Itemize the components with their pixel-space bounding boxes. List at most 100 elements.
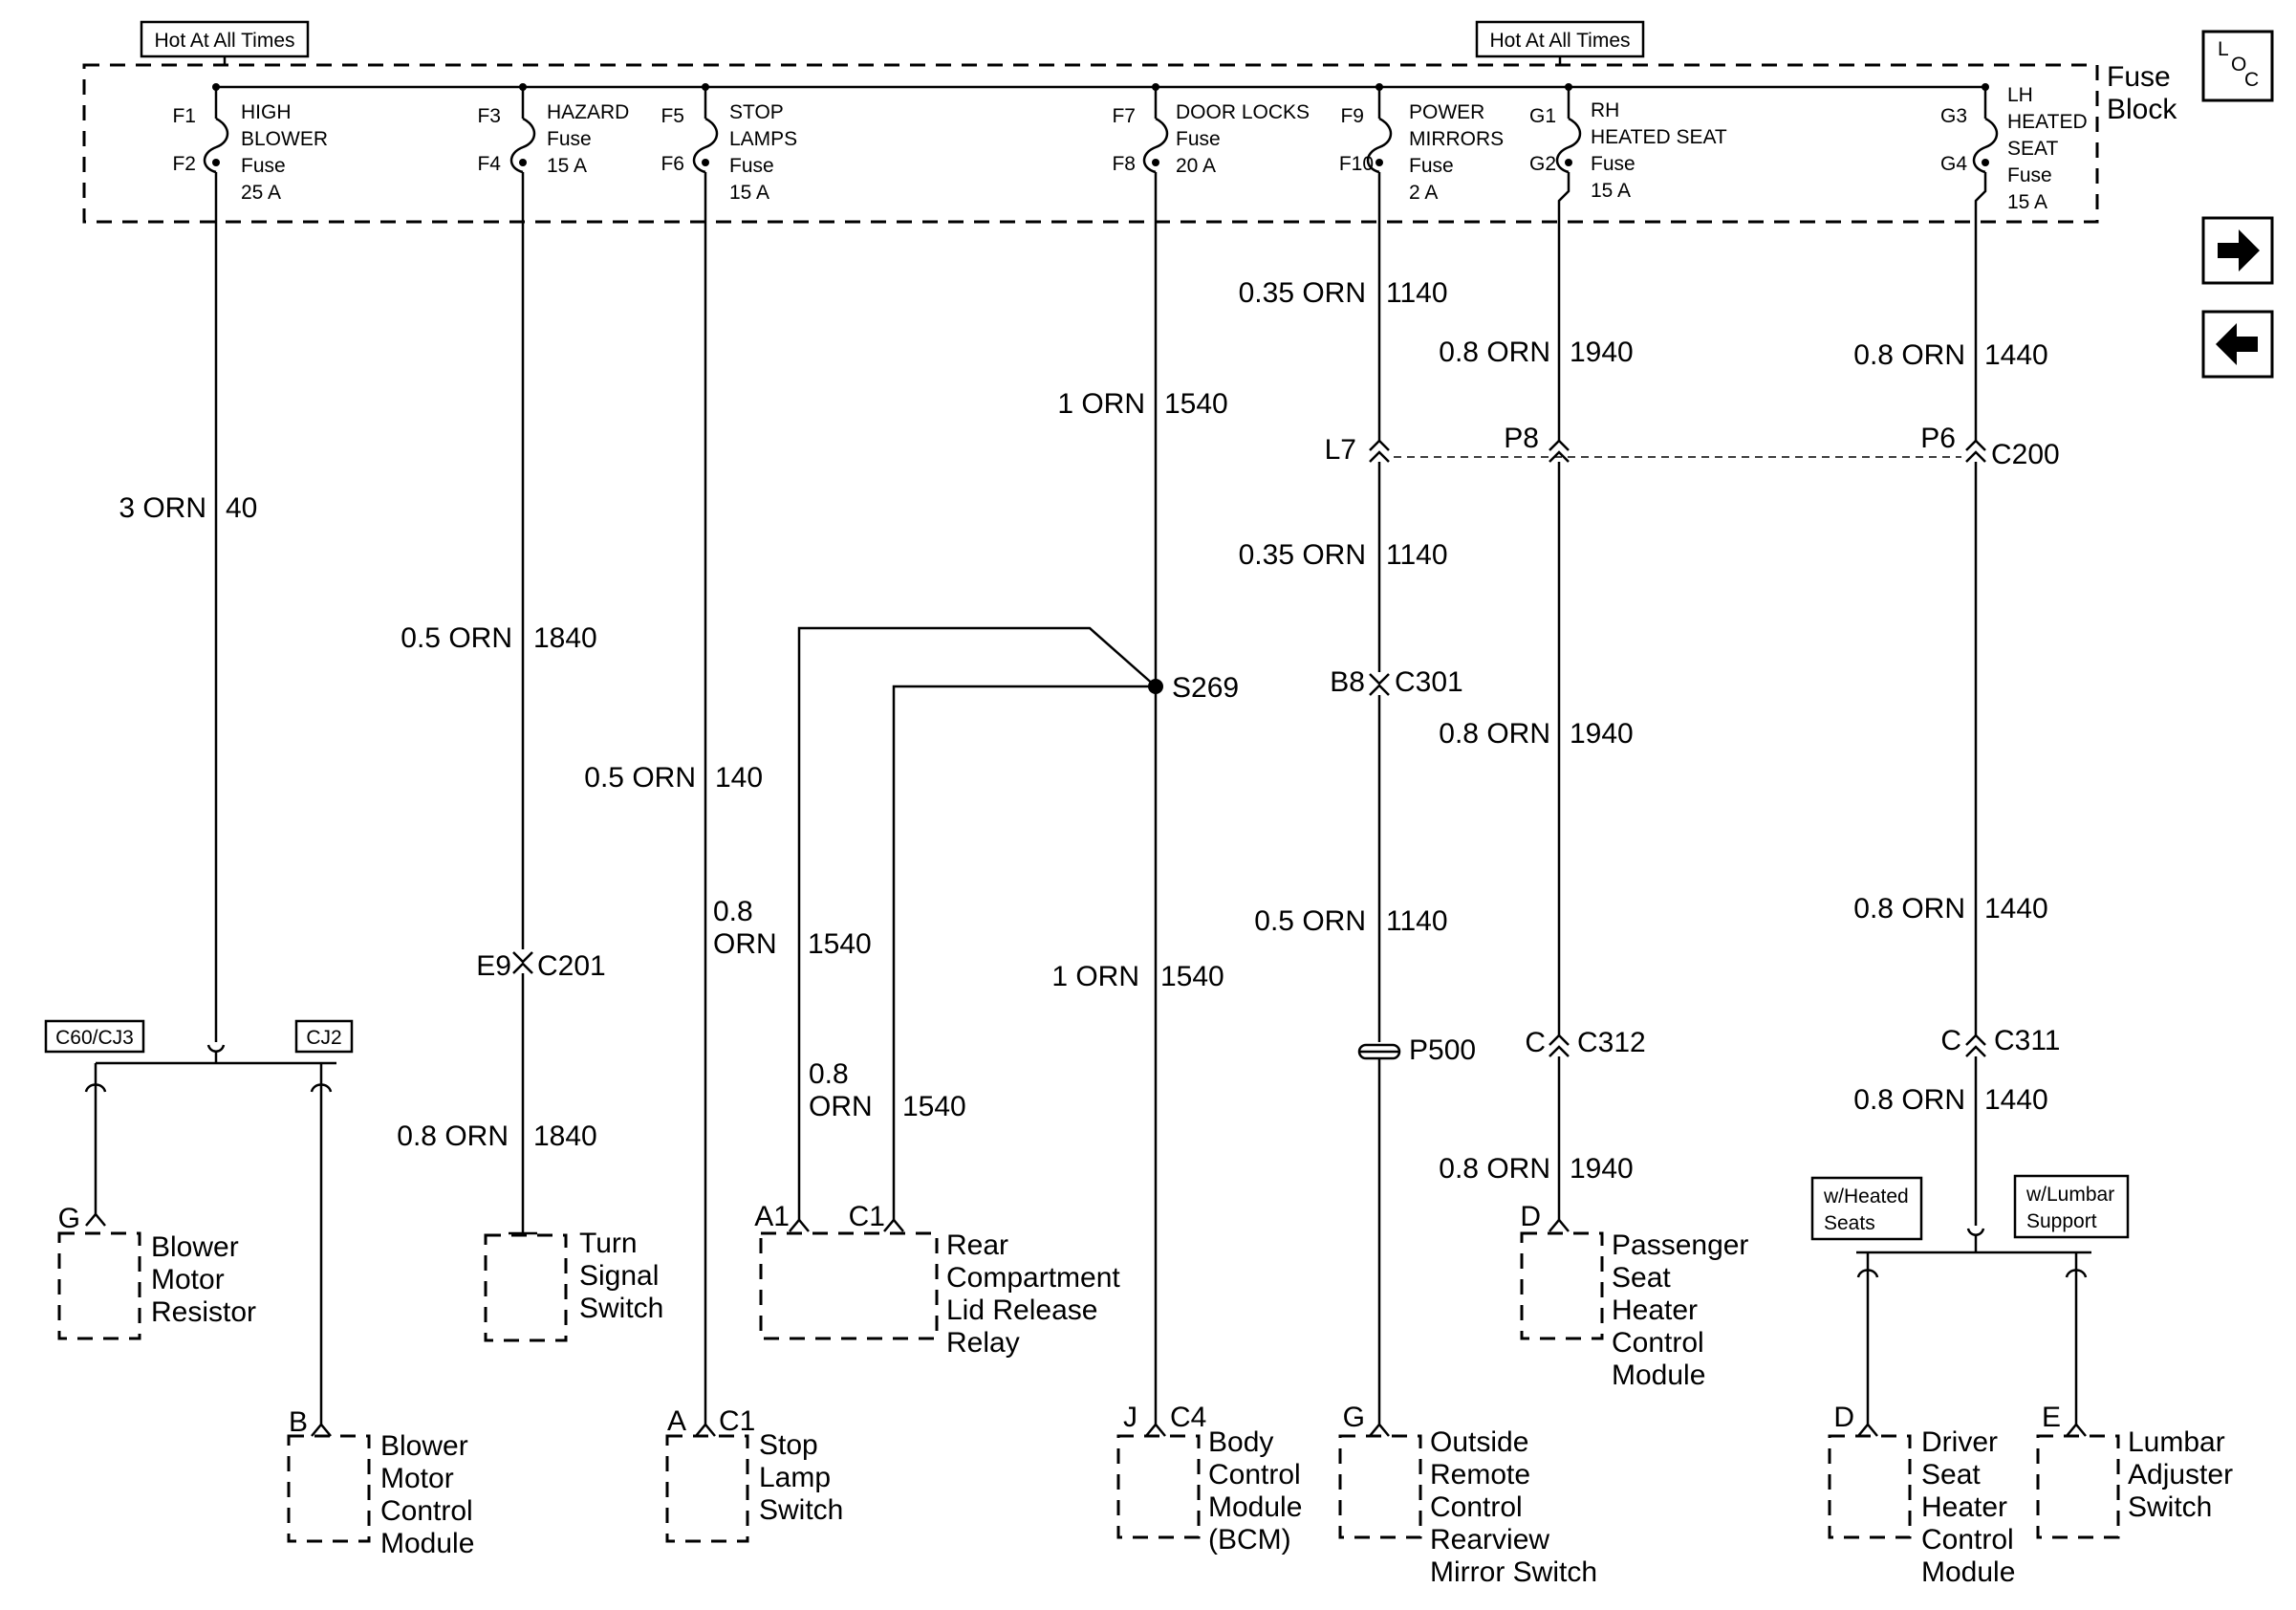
component-stop-lamp-switch[interactable]: A C1 Stop Lamp Switch xyxy=(665,1405,843,1543)
wire-label: 1 ORN 1540 xyxy=(1051,961,1224,992)
svg-text:Signal: Signal xyxy=(579,1260,659,1292)
svg-text:G2: G2 xyxy=(1529,153,1556,175)
svg-text:CJ2: CJ2 xyxy=(306,1027,341,1049)
svg-text:Seat: Seat xyxy=(1921,1459,1981,1490)
svg-text:STOP: STOP xyxy=(729,101,784,123)
svg-text:Driver: Driver xyxy=(1921,1426,1998,1458)
fuse-high-blower: F1 F2 HIGH BLOWER Fuse 25 A xyxy=(172,83,328,204)
wire-label: 0.8 ORN 1440 xyxy=(1853,893,2047,925)
fuse-block-label: Fuse xyxy=(2107,61,2171,93)
svg-text:Seats: Seats xyxy=(1824,1212,1875,1234)
connector-c201-label: C201 xyxy=(537,950,606,982)
svg-text:15 A: 15 A xyxy=(547,155,587,177)
component-blower-motor-resistor[interactable]: G Blower Motor Resistor xyxy=(57,1203,256,1340)
svg-text:Switch: Switch xyxy=(2128,1491,2212,1523)
wire-label: 0.8 ORN 1440 xyxy=(1853,339,2047,371)
svg-text:C1: C1 xyxy=(719,1405,755,1437)
wire-1540-to-relay-c1 xyxy=(892,685,1156,1220)
fuse-stop-lamps: F5 F6 STOP LAMPS Fuse 15 A xyxy=(661,83,797,204)
component-driver-seat-heater-control-module[interactable]: D Driver Seat Heater Control Module xyxy=(1828,1402,2015,1588)
component-turn-signal-switch[interactable]: Turn Signal Switch xyxy=(484,1228,663,1342)
svg-text:1440: 1440 xyxy=(1984,893,2048,925)
fuse-door-locks: F7 F8 DOOR LOCKS Fuse 20 A xyxy=(1112,83,1310,177)
location-icon[interactable]: L O C xyxy=(2201,30,2274,102)
wire-label: 0.5 ORN 1140 xyxy=(1254,905,1447,937)
wire-label: 0.8 ORN 1940 xyxy=(1439,337,1633,368)
svg-text:0.8: 0.8 xyxy=(809,1058,849,1090)
component-rear-compartment-lid-release-relay[interactable]: A1 C1 Rear Compartment Lid Release Relay xyxy=(754,1201,1120,1359)
back-arrow-icon xyxy=(2216,323,2258,365)
connector-c311-label: C311 xyxy=(1994,1025,2061,1056)
svg-text:Fuse: Fuse xyxy=(1409,155,1454,177)
connector-c201-pin: E9 xyxy=(476,950,511,982)
svg-text:1840: 1840 xyxy=(533,622,597,654)
svg-text:F1: F1 xyxy=(172,105,196,127)
svg-text:G3: G3 xyxy=(1940,105,1967,127)
svg-text:Control: Control xyxy=(1430,1491,1523,1523)
svg-text:Compartment: Compartment xyxy=(946,1262,1120,1294)
svg-text:w/Heated: w/Heated xyxy=(1823,1186,1909,1208)
svg-text:Control: Control xyxy=(380,1495,473,1527)
svg-text:G4: G4 xyxy=(1940,153,1967,175)
svg-text:15 A: 15 A xyxy=(2007,191,2047,213)
svg-text:Passenger: Passenger xyxy=(1612,1229,1748,1261)
component-passenger-seat-heater-control-module[interactable]: D Passenger Seat Heater Control Module xyxy=(1520,1201,1748,1391)
svg-text:1940: 1940 xyxy=(1570,1153,1634,1185)
connector-c301-pin: B8 xyxy=(1330,666,1365,698)
svg-text:J: J xyxy=(1123,1402,1137,1433)
svg-text:3 ORN: 3 ORN xyxy=(119,492,206,524)
svg-text:40: 40 xyxy=(226,492,257,524)
svg-text:Fuse: Fuse xyxy=(2007,164,2052,186)
connector-c201-icon xyxy=(512,951,533,974)
connector-c200-icon xyxy=(1965,439,1986,463)
connector-c312-pin: C xyxy=(1525,1027,1546,1058)
svg-text:Switch: Switch xyxy=(579,1293,663,1324)
svg-text:Body: Body xyxy=(1208,1426,1273,1458)
svg-text:0.8 ORN: 0.8 ORN xyxy=(1853,1084,1965,1116)
svg-text:G: G xyxy=(1343,1402,1365,1433)
svg-text:L: L xyxy=(2218,38,2229,60)
svg-text:0.5 ORN: 0.5 ORN xyxy=(1254,905,1366,937)
svg-text:MIRRORS: MIRRORS xyxy=(1409,128,1504,150)
svg-text:RH: RH xyxy=(1591,99,1619,121)
connector-c200-pin-p8: P8 xyxy=(1504,423,1539,454)
svg-text:1140: 1140 xyxy=(1386,905,1448,937)
svg-text:Resistor: Resistor xyxy=(151,1296,256,1328)
svg-text:Control: Control xyxy=(1921,1524,2014,1556)
svg-text:1540: 1540 xyxy=(1164,388,1228,420)
splice-tilde-right xyxy=(1966,1228,1985,1236)
component-body-control-module[interactable]: J C4 Body Control Module (BCM) xyxy=(1116,1402,1302,1556)
svg-text:LH: LH xyxy=(2007,84,2033,106)
wire-label: 1 ORN 1540 xyxy=(1057,388,1227,420)
svg-text:F7: F7 xyxy=(1112,105,1136,127)
svg-text:Module: Module xyxy=(1208,1491,1302,1523)
fuse-block-label-2: Block xyxy=(2107,94,2177,125)
svg-text:w/Lumbar: w/Lumbar xyxy=(2025,1184,2114,1206)
connector-c311-icon xyxy=(1965,1033,1986,1057)
component-lumbar-adjuster-switch[interactable]: E Lumbar Adjuster Switch xyxy=(2036,1402,2233,1539)
svg-text:1440: 1440 xyxy=(1984,1084,2048,1116)
back-arrow-button[interactable] xyxy=(2201,310,2274,379)
svg-text:140: 140 xyxy=(715,762,763,794)
forward-arrow-button[interactable] xyxy=(2201,216,2274,285)
svg-text:(BCM): (BCM) xyxy=(1208,1524,1291,1556)
svg-text:0.5 ORN: 0.5 ORN xyxy=(401,622,512,654)
svg-text:Adjuster: Adjuster xyxy=(2128,1459,2233,1490)
fuse-power-mirrors: F9 F10 POWER MIRRORS Fuse 2 A xyxy=(1339,83,1504,204)
svg-text:1540: 1540 xyxy=(808,928,872,960)
svg-text:0.8 ORN: 0.8 ORN xyxy=(1439,1153,1550,1185)
svg-text:Blower: Blower xyxy=(380,1430,468,1462)
svg-text:Lamp: Lamp xyxy=(759,1462,831,1493)
svg-text:Mirror Switch: Mirror Switch xyxy=(1430,1556,1597,1588)
connector-c200-pin-p6: P6 xyxy=(1920,423,1956,454)
svg-text:Relay: Relay xyxy=(946,1327,1020,1359)
component-blower-motor-control-module[interactable]: B Blower Motor Control Module xyxy=(287,1406,474,1559)
wire-label: 0.5 ORN 140 xyxy=(584,762,763,794)
wire-label: 0.35 ORN 1140 xyxy=(1239,539,1448,571)
svg-text:ORN: ORN xyxy=(713,928,777,960)
component-outside-remote-control-mirror-switch[interactable]: G Outside Remote Control Rearview Mirror… xyxy=(1338,1402,1597,1588)
wire-label: 0.35 ORN 1140 xyxy=(1239,277,1448,309)
svg-text:0.5 ORN: 0.5 ORN xyxy=(584,762,696,794)
svg-text:D: D xyxy=(1520,1201,1541,1232)
